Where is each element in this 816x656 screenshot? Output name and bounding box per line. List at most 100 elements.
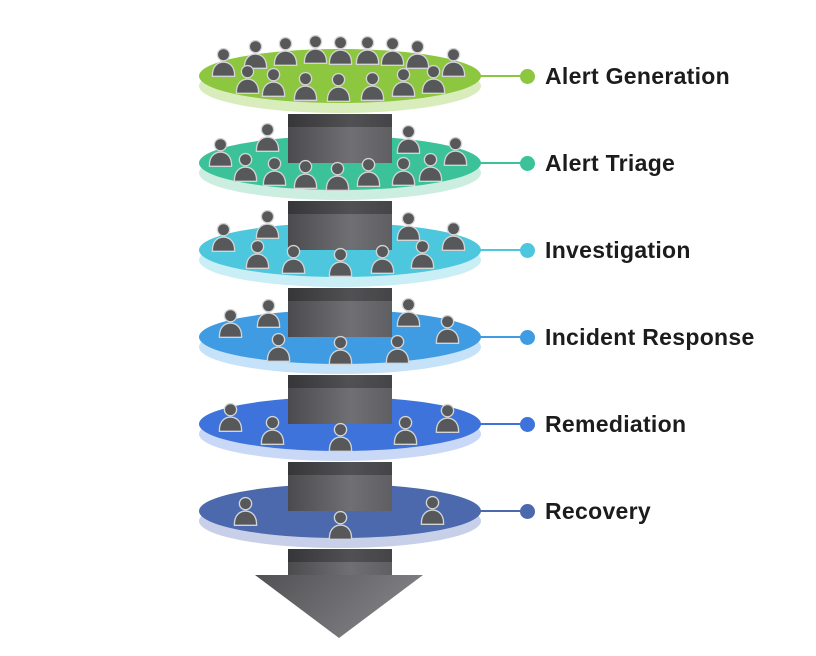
person-icon: [218, 402, 243, 432]
legend-dot: [520, 242, 535, 258]
legend-dot: [520, 68, 535, 84]
person-glyph: [211, 222, 235, 252]
person-icon: [262, 156, 287, 186]
person-glyph: [262, 156, 286, 186]
person-glyph: [391, 156, 415, 186]
center-column-segment: [288, 114, 392, 163]
person-glyph: [328, 335, 352, 365]
person-icon: [326, 72, 351, 102]
person-icon: [208, 137, 233, 167]
center-column-segment: [288, 549, 392, 577]
person-icon: [233, 152, 258, 182]
person-icon: [443, 136, 468, 166]
person-glyph: [328, 247, 352, 277]
person-glyph: [328, 510, 352, 540]
person-icon: [293, 71, 318, 101]
person-icon: [261, 67, 286, 97]
down-arrow-head: [255, 575, 423, 638]
connector-line: [476, 335, 521, 339]
person-icon: [218, 308, 243, 338]
person-glyph: [233, 496, 257, 526]
connector-line: [476, 422, 521, 426]
person-glyph: [443, 136, 467, 166]
person-glyph: [385, 334, 409, 364]
person-icon: [211, 222, 236, 252]
person-icon: [421, 64, 446, 94]
person-icon: [255, 209, 280, 239]
person-icon: [243, 39, 268, 69]
connector-line: [476, 74, 521, 78]
person-icon: [281, 244, 306, 274]
person-icon: [410, 239, 435, 269]
person-icon: [266, 332, 291, 362]
person-icon: [256, 298, 281, 328]
person-icon: [405, 39, 430, 69]
person-glyph: [360, 71, 384, 101]
person-glyph: [303, 34, 327, 64]
person-glyph: [420, 495, 444, 525]
person-glyph: [293, 71, 317, 101]
person-glyph: [355, 35, 379, 65]
person-icon: [360, 71, 385, 101]
person-glyph: [325, 161, 349, 191]
center-column-segment: [288, 288, 392, 337]
person-glyph: [256, 298, 280, 328]
person-icon: [435, 314, 460, 344]
center-column-segment: [288, 462, 392, 511]
person-icon: [441, 47, 466, 77]
person-icon: [380, 36, 405, 66]
person-glyph: [396, 211, 420, 241]
person-icon: [233, 496, 258, 526]
person-glyph: [441, 221, 465, 251]
layer-label: Alert Triage: [545, 150, 676, 176]
connector-line: [476, 161, 521, 165]
person-glyph: [356, 157, 380, 187]
layer-label: Investigation: [545, 237, 691, 263]
person-glyph: [281, 244, 305, 274]
person-glyph: [245, 239, 269, 269]
person-icon: [355, 35, 380, 65]
person-glyph: [266, 332, 290, 362]
person-icon: [370, 244, 395, 274]
person-glyph: [328, 35, 352, 65]
person-glyph: [235, 64, 259, 94]
person-glyph: [405, 39, 429, 69]
person-glyph: [218, 402, 242, 432]
person-icon: [441, 221, 466, 251]
person-icon: [293, 159, 318, 189]
connector-line: [476, 509, 521, 513]
person-icon: [396, 297, 421, 327]
person-glyph: [418, 152, 442, 182]
person-glyph: [208, 137, 232, 167]
person-glyph: [435, 403, 459, 433]
person-glyph: [421, 64, 445, 94]
connector-line: [476, 248, 521, 252]
person-icon: [396, 124, 421, 154]
person-icon: [328, 510, 353, 540]
person-glyph: [293, 159, 317, 189]
person-glyph: [260, 415, 284, 445]
layer-label: Recovery: [545, 498, 651, 524]
person-icon: [328, 35, 353, 65]
person-glyph: [218, 308, 242, 338]
person-icon: [260, 415, 285, 445]
legend-dot: [520, 329, 535, 345]
person-icon: [328, 247, 353, 277]
legend-dot: [520, 416, 535, 432]
person-glyph: [410, 239, 434, 269]
person-glyph: [261, 67, 285, 97]
person-glyph: [233, 152, 257, 182]
person-glyph: [255, 209, 279, 239]
person-icon: [391, 156, 416, 186]
person-icon: [356, 157, 381, 187]
center-column-segment: [288, 201, 392, 250]
person-icon: [245, 239, 270, 269]
layer-label: Incident Response: [545, 324, 755, 350]
person-glyph: [211, 47, 235, 77]
person-glyph: [243, 39, 267, 69]
person-icon: [396, 211, 421, 241]
person-glyph: [380, 36, 404, 66]
person-icon: [255, 122, 280, 152]
person-icon: [418, 152, 443, 182]
